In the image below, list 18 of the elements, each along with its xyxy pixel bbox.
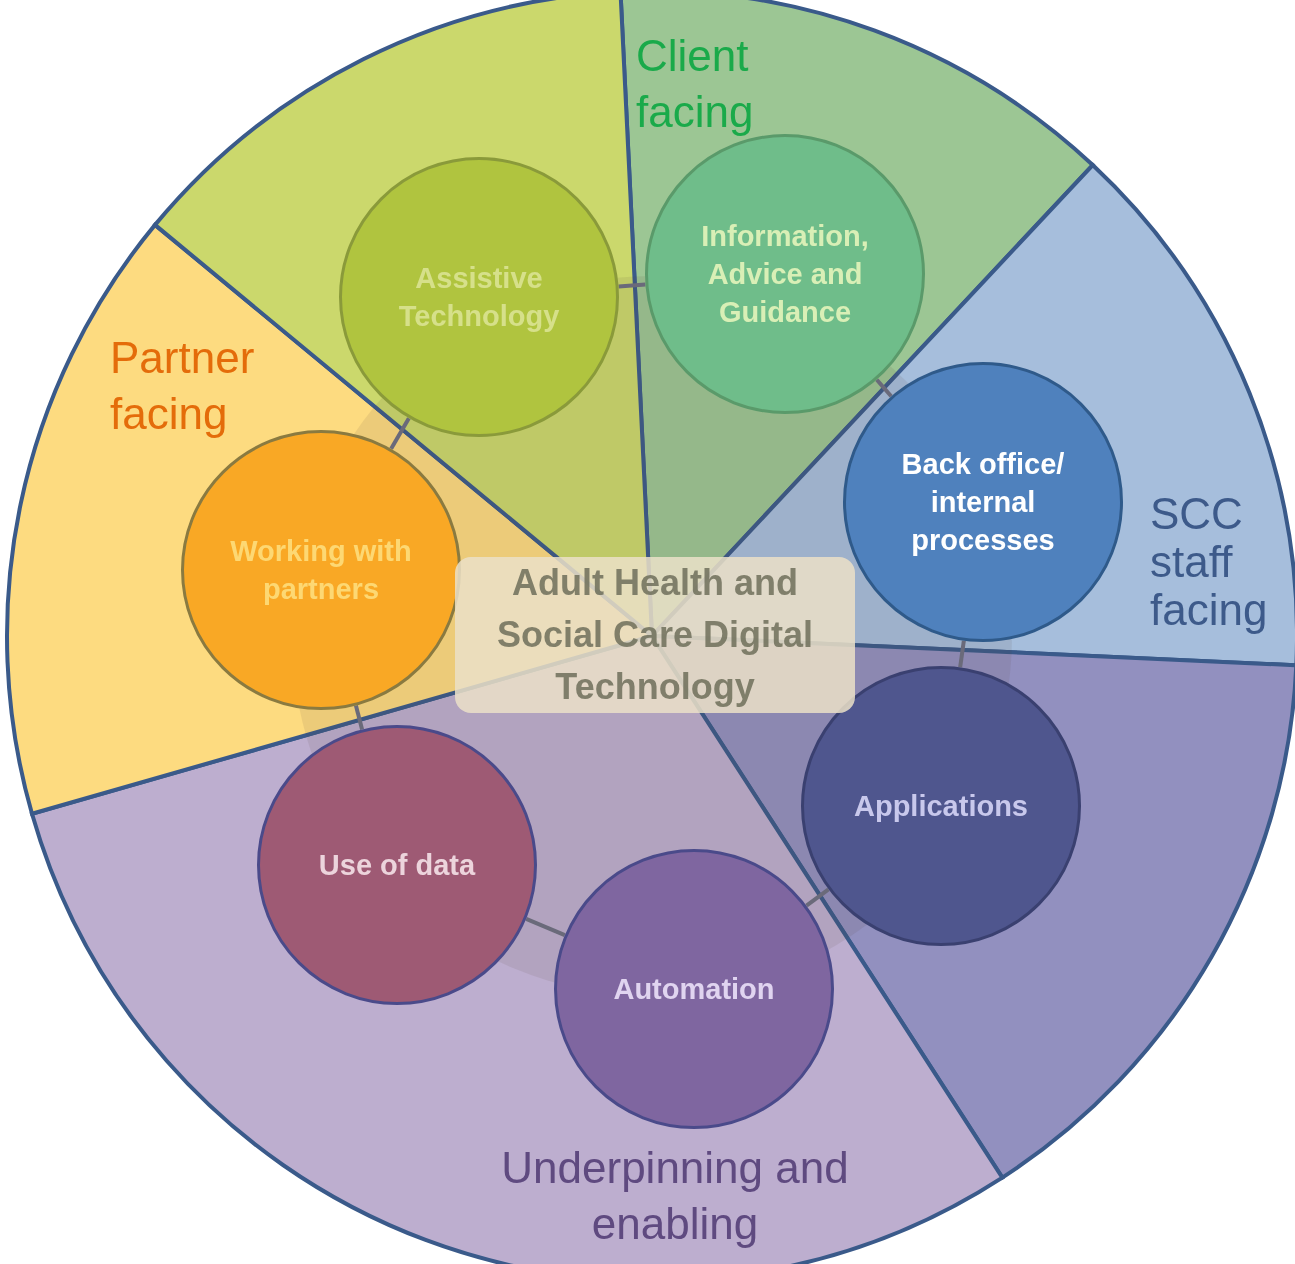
circle-label: Working with partners [229, 534, 413, 607]
sector-label: SCC staff facing [1150, 490, 1269, 634]
center-title: Adult Health and Social Care Digital Technology [455, 557, 855, 713]
circle-label: Information, Advice and Guidance [700, 219, 870, 330]
sector-label: Client facing [636, 30, 755, 138]
connector-line [958, 640, 966, 668]
circle-label: Use of data [317, 848, 477, 883]
circle-label: Applications [853, 789, 1029, 824]
connector-line [354, 705, 364, 730]
connector-line [389, 417, 411, 450]
circle-label: Back office/ internal processes [900, 447, 1066, 558]
circle-label: Automation [612, 972, 776, 1007]
connector-line [805, 887, 830, 908]
circle-label: Assistive Technology [397, 261, 561, 334]
connector-line [875, 378, 893, 398]
sector-label: Underpinning and enabling [500, 1142, 850, 1250]
sector-label: Partner facing [110, 332, 256, 440]
connector-line [618, 282, 646, 289]
